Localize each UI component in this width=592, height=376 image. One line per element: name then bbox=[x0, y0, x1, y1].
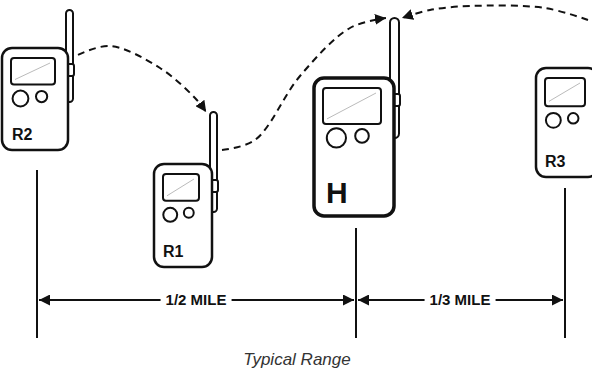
screen-glare bbox=[167, 179, 194, 196]
radio-device: R2 bbox=[2, 10, 78, 150]
label-anchor: 1/2 MILE bbox=[161, 291, 232, 309]
radio-device: R1 bbox=[150, 112, 222, 267]
caption: Typical Range bbox=[243, 350, 350, 369]
screen-glare bbox=[549, 83, 580, 101]
device-button bbox=[163, 208, 177, 222]
device-label: R1 bbox=[163, 244, 183, 260]
device-button bbox=[13, 91, 29, 107]
screen-glare bbox=[15, 63, 50, 80]
device-body bbox=[536, 68, 592, 177]
extension-line bbox=[355, 228, 357, 338]
dimension-label: 1/2 MILE bbox=[161, 291, 232, 308]
device-button bbox=[546, 113, 561, 128]
device-button bbox=[568, 113, 579, 124]
device-body bbox=[2, 48, 68, 150]
device-body bbox=[314, 78, 394, 216]
radio-link bbox=[402, 5, 588, 20]
device-outline bbox=[312, 18, 404, 218]
device-body bbox=[154, 164, 212, 267]
device-screen bbox=[323, 88, 381, 124]
device-label: R3 bbox=[545, 154, 565, 170]
screen-glare bbox=[327, 93, 376, 119]
device-screen bbox=[11, 58, 55, 85]
device-button bbox=[327, 128, 346, 147]
device-button bbox=[184, 208, 194, 218]
device-screen bbox=[163, 174, 199, 201]
dimension-label: 1/3 MILE bbox=[425, 291, 496, 308]
device-button bbox=[355, 129, 369, 143]
caption-anchor: Typical Range bbox=[243, 350, 350, 370]
extension-line bbox=[564, 188, 566, 338]
device-label: R2 bbox=[12, 127, 32, 143]
device-screen bbox=[545, 78, 585, 106]
radio-device: R3 bbox=[532, 20, 592, 177]
label-anchor: 1/3 MILE bbox=[425, 291, 496, 309]
extension-line bbox=[36, 170, 38, 338]
device-button bbox=[36, 91, 47, 102]
radio-link bbox=[78, 46, 206, 112]
device-outline bbox=[150, 112, 222, 267]
radio-device: H bbox=[312, 18, 404, 218]
device-label: H bbox=[326, 178, 348, 208]
